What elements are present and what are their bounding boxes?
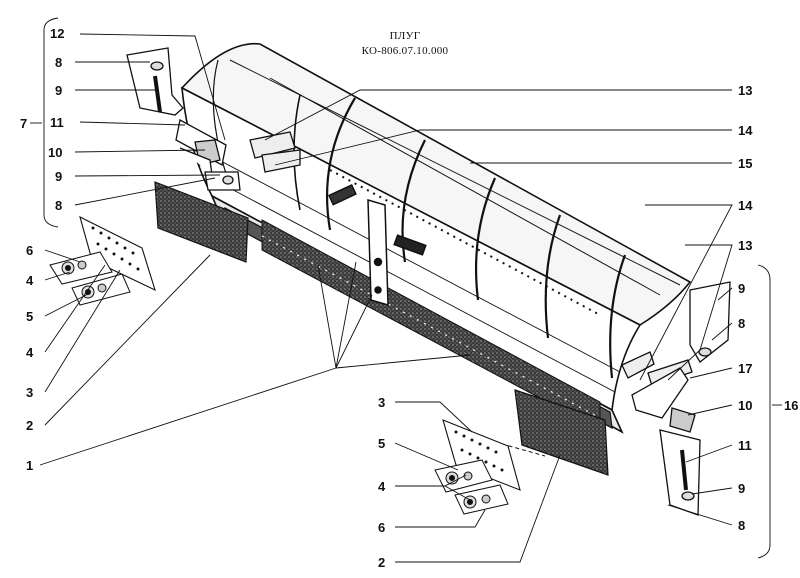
callout-9: 9 bbox=[55, 169, 62, 184]
callout-3: 3 bbox=[378, 395, 385, 410]
callout-9: 9 bbox=[738, 281, 745, 296]
drawing-number: КО-806.07.10.000 bbox=[361, 45, 449, 57]
callout-10: 10 bbox=[48, 145, 62, 160]
callout-12: 12 bbox=[50, 26, 64, 41]
callout-8: 8 bbox=[55, 198, 62, 213]
callout-6: 6 bbox=[26, 243, 33, 258]
callout-10: 10 bbox=[738, 398, 752, 413]
callout-9: 9 bbox=[738, 481, 745, 496]
callout-3: 3 bbox=[26, 385, 33, 400]
callout-13: 13 bbox=[738, 238, 752, 253]
callout-2: 2 bbox=[26, 418, 33, 433]
callout-15: 15 bbox=[738, 156, 752, 171]
callout-9: 9 bbox=[55, 83, 62, 98]
callout-11: 11 bbox=[738, 438, 752, 453]
callout-14: 14 bbox=[738, 198, 753, 213]
callout-17: 17 bbox=[738, 361, 752, 376]
center-bracket bbox=[328, 183, 427, 307]
callout-7: 7 bbox=[20, 116, 27, 131]
callout-16: 16 bbox=[784, 398, 798, 413]
callout-5: 5 bbox=[378, 436, 385, 451]
leader-lines bbox=[30, 17, 782, 563]
left-clamp-plate bbox=[79, 215, 156, 292]
left-rubber-strip bbox=[154, 181, 249, 263]
callout-8: 8 bbox=[738, 518, 745, 533]
diagram-title: ПЛУГ bbox=[389, 30, 421, 42]
callout-1: 1 bbox=[26, 458, 33, 473]
left-end-plate bbox=[126, 47, 301, 191]
callout-5: 5 bbox=[26, 309, 33, 324]
callout-6: 6 bbox=[378, 520, 385, 535]
callout-4: 4 bbox=[26, 273, 34, 288]
right-end-plate bbox=[621, 281, 731, 516]
right-clamp-plate bbox=[442, 419, 521, 491]
callout-labels: 12 8 9 7 11 10 9 8 6 4 5 4 3 2 1 13 14 1… bbox=[20, 26, 798, 570]
callout-8: 8 bbox=[55, 55, 62, 70]
callout-11: 11 bbox=[50, 115, 64, 130]
callout-2: 2 bbox=[378, 555, 385, 570]
callout-14: 14 bbox=[738, 123, 753, 138]
right-rubber-strip bbox=[514, 389, 609, 476]
callout-8: 8 bbox=[738, 316, 745, 331]
bottom-blade bbox=[224, 207, 613, 431]
callout-4: 4 bbox=[26, 345, 34, 360]
callout-13: 13 bbox=[738, 83, 752, 98]
callout-4: 4 bbox=[378, 479, 386, 494]
